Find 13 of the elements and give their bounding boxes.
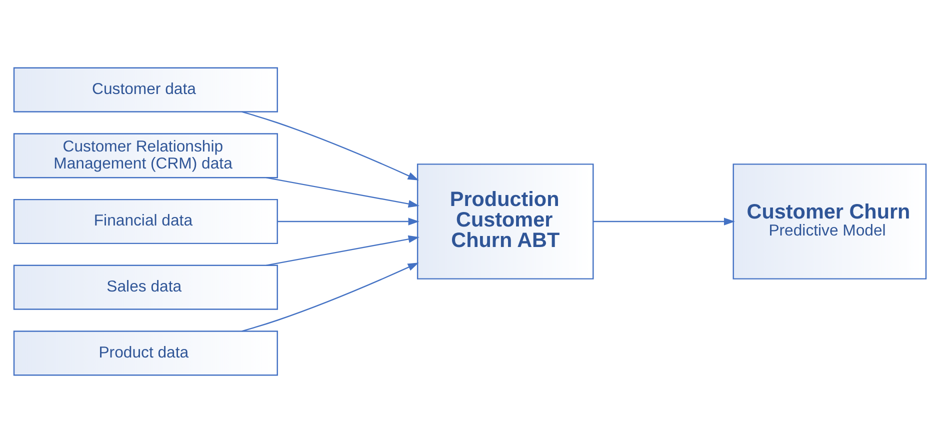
node-box: Customer data [13,67,278,112]
node-box: Production Customer Churn ABT [416,164,594,280]
arrow [242,111,419,180]
arrow [277,218,420,226]
node-box: Financial data [13,198,278,244]
arrow [266,177,420,208]
node-box: Customer Relationship Management (CRM) data [13,133,278,178]
arrow [266,235,420,266]
node-box: Product data [13,330,278,376]
arrow [242,262,419,332]
node-box: Sales data [13,264,278,310]
node-box: Customer Churn Predictive Model [732,164,927,280]
arrow [593,218,735,226]
